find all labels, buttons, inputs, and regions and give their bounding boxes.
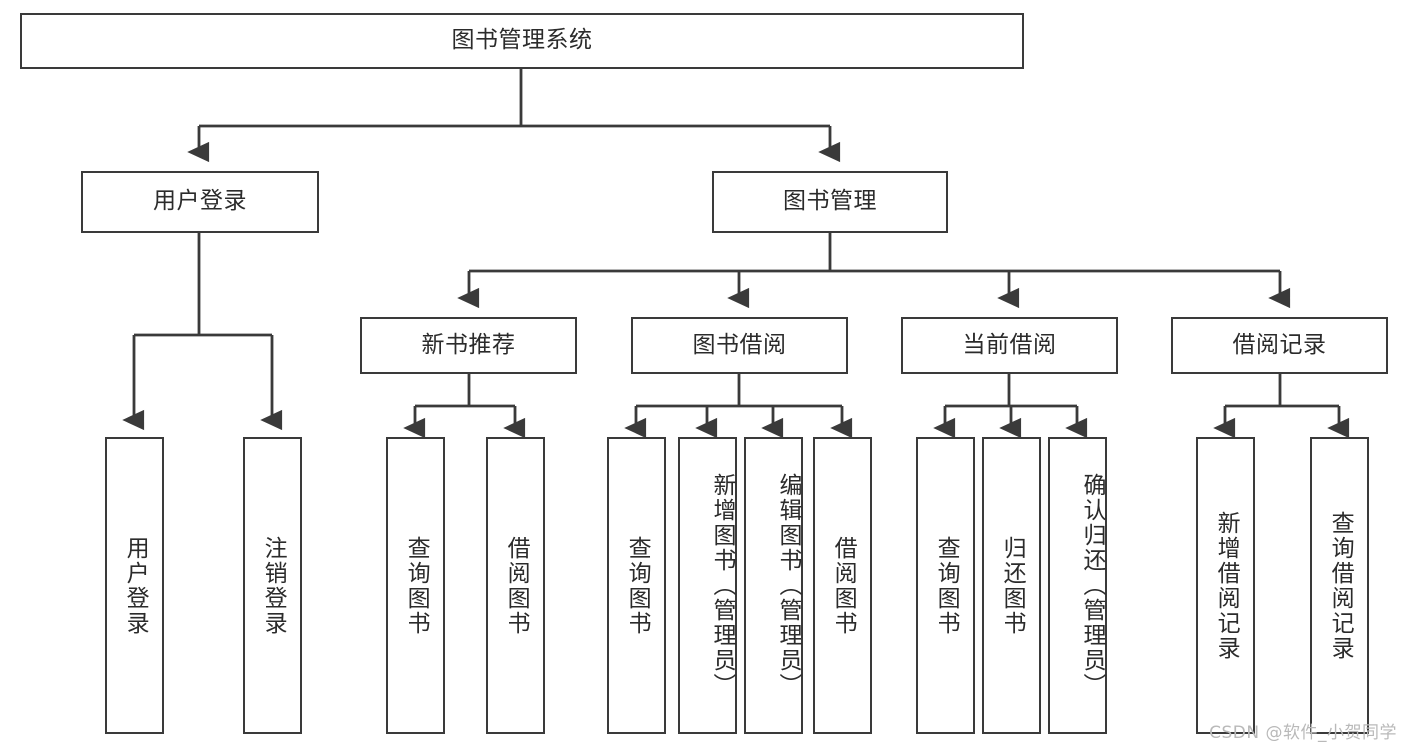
leaf-recommend-query-book[interactable]: 查询图书	[386, 437, 445, 734]
csdn-watermark: CSDN @软件_小贺同学	[1209, 723, 1397, 743]
leaf-borrow-query-book[interactable]: 查询图书	[607, 437, 666, 734]
leaf-borrow-edit-book-admin[interactable]: 编辑图书（管理员）	[744, 437, 803, 734]
node-new-book-recommend[interactable]: 新书推荐	[360, 317, 577, 374]
node-book-borrow[interactable]: 图书借阅	[631, 317, 848, 374]
leaf-recommend-borrow-book[interactable]: 借阅图书	[486, 437, 545, 734]
leaf-record-query-borrow-record[interactable]: 查询借阅记录	[1310, 437, 1369, 734]
node-current-borrow[interactable]: 当前借阅	[901, 317, 1118, 374]
leaf-user-login-login[interactable]: 用户登录	[105, 437, 164, 734]
node-root-book-management-system[interactable]: 图书管理系统	[20, 13, 1024, 69]
leaf-record-add-borrow-record[interactable]: 新增借阅记录	[1196, 437, 1255, 734]
leaf-current-query-book[interactable]: 查询图书	[916, 437, 975, 734]
node-borrow-record[interactable]: 借阅记录	[1171, 317, 1388, 374]
node-user-login[interactable]: 用户登录	[81, 171, 319, 233]
leaf-current-return-book[interactable]: 归还图书	[982, 437, 1041, 734]
node-book-management[interactable]: 图书管理	[712, 171, 948, 233]
leaf-borrow-add-book-admin[interactable]: 新增图书（管理员）	[678, 437, 737, 734]
leaf-current-confirm-return-admin[interactable]: 确认归还（管理员）	[1048, 437, 1107, 734]
leaf-user-login-logout[interactable]: 注销登录	[243, 437, 302, 734]
leaf-borrow-borrow-book[interactable]: 借阅图书	[813, 437, 872, 734]
